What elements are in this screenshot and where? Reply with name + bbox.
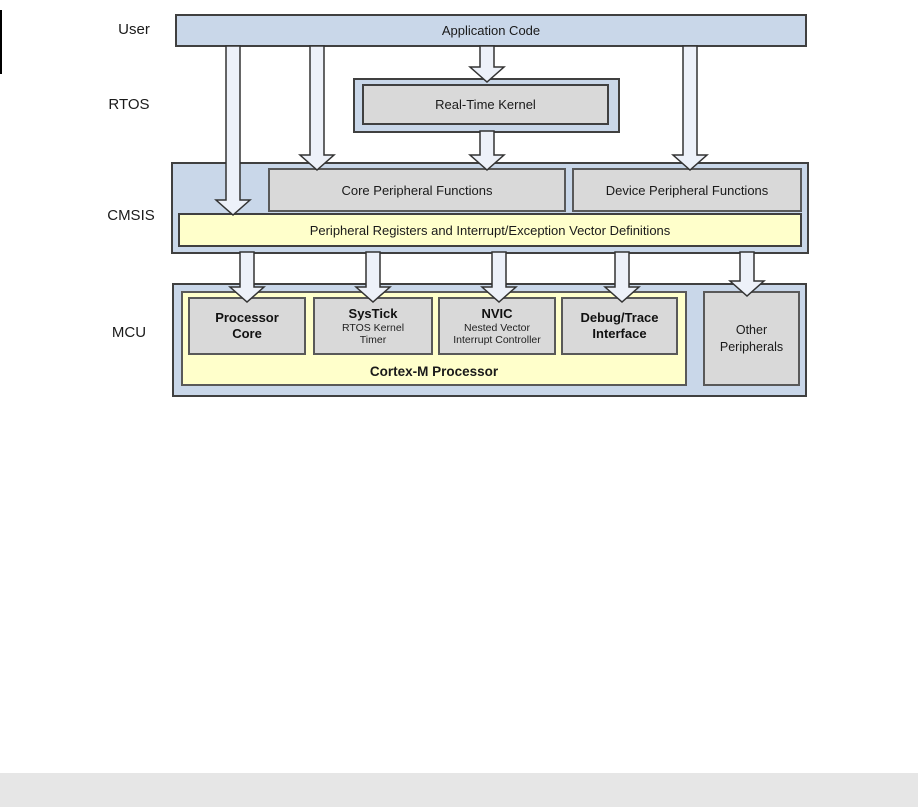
footer-bar xyxy=(0,773,918,807)
processor-core-label: Processor Core xyxy=(215,309,279,341)
page-edge-mark xyxy=(0,10,2,74)
processor-core-box: Processor Core xyxy=(188,297,306,355)
peripheral-registers-box: Peripheral Registers and Interrupt/Excep… xyxy=(178,213,802,247)
peripheral-registers-label: Peripheral Registers and Interrupt/Excep… xyxy=(309,222,671,238)
application-code-box: Application Code xyxy=(175,14,807,47)
debug-trace-interface-box: Debug/Trace Interface xyxy=(561,297,678,355)
arrow-user-to-kernel xyxy=(468,45,506,84)
layer-label-user: User xyxy=(118,21,150,38)
nvic-box: NVIC Nested Vector Interrupt Controller xyxy=(438,297,556,355)
other-peripherals-label: Other Peripherals xyxy=(719,322,784,354)
application-code-label: Application Code xyxy=(441,23,541,38)
nvic-title: NVIC xyxy=(481,305,513,321)
real-time-kernel-outer-box: Real-Time Kernel xyxy=(353,78,620,133)
systick-subtitle: RTOS Kernel Timer xyxy=(341,321,405,347)
core-peripheral-functions-box: Core Peripheral Functions xyxy=(268,168,566,212)
real-time-kernel-label: Real-Time Kernel xyxy=(435,97,536,112)
nvic-subtitle: Nested Vector Interrupt Controller xyxy=(453,321,541,347)
device-peripheral-functions-label: Device Peripheral Functions xyxy=(605,182,769,198)
core-peripheral-functions-label: Core Peripheral Functions xyxy=(341,182,493,198)
layer-label-mcu: MCU xyxy=(111,324,147,341)
debug-trace-interface-label: Debug/Trace Interface xyxy=(580,309,659,341)
systick-title: SysTick xyxy=(348,305,398,321)
other-peripherals-box: Other Peripherals xyxy=(703,291,800,386)
cortex-m-processor-label: Cortex-M Processor xyxy=(369,364,499,379)
arrow-user-to-core-functions xyxy=(298,45,336,172)
layer-label-rtos: RTOS xyxy=(108,96,150,113)
systick-box: SysTick RTOS Kernel Timer xyxy=(313,297,433,355)
device-peripheral-functions-box: Device Peripheral Functions xyxy=(572,168,802,212)
real-time-kernel-box: Real-Time Kernel xyxy=(362,84,609,125)
arrow-user-to-device-functions xyxy=(671,45,709,172)
layer-label-cmsis: CMSIS xyxy=(107,207,155,224)
